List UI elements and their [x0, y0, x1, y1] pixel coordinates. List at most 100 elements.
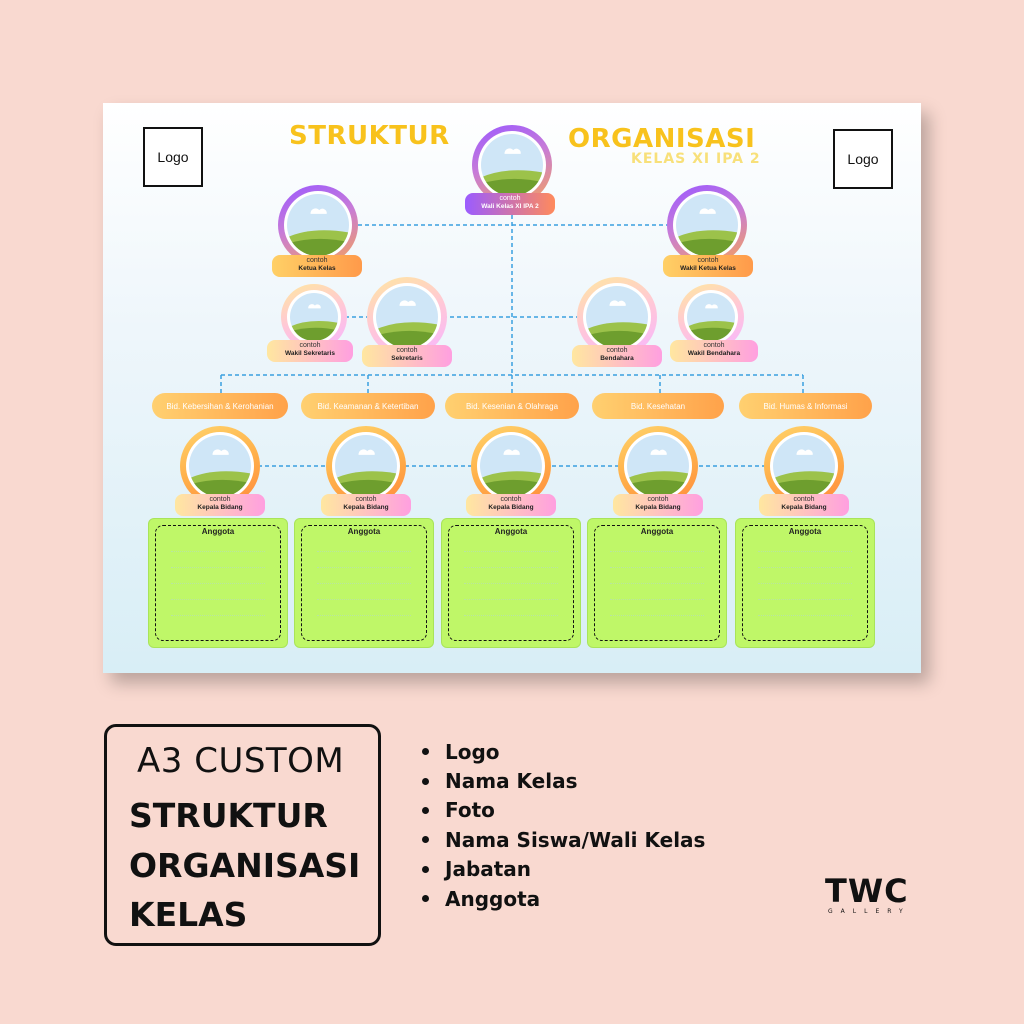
feature-list: Logo Nama Kelas Foto Nama Siswa/Wali Kel…	[422, 737, 705, 913]
role-text: Kepala Bidang	[635, 503, 681, 511]
role-text: Kepala Bidang	[781, 503, 827, 511]
nametag-kepala-bidang-2: contoh Kepala Bidang	[321, 494, 411, 516]
photo-bendahara	[577, 277, 657, 357]
bullet-icon	[422, 895, 429, 903]
photo-placeholder-icon	[480, 435, 542, 497]
logo-placeholder-right: Logo	[833, 129, 893, 189]
role-text: Wali Kelas XI IPA 2	[481, 202, 539, 210]
photo-placeholder-icon	[189, 435, 251, 497]
anggota-title: Anggota	[347, 527, 381, 536]
poster-subtitle: KELAS XI IPA 2	[631, 151, 761, 167]
name-text: contoh	[500, 496, 522, 503]
nametag-kepala-bidang-1: contoh Kepala Bidang	[175, 494, 265, 516]
poster-title-struktur: STRUKTUR	[289, 121, 450, 151]
org-chart-poster: Logo Logo STRUKTUR ORGANISASI KELAS XI I…	[103, 103, 921, 673]
feature-text: Foto	[445, 798, 495, 823]
brand-tagline: GALLERY	[828, 908, 911, 915]
photo-wali-kelas	[472, 125, 552, 205]
nametag-ketua-kelas: contoh Ketua Kelas	[272, 255, 362, 277]
role-text: Kepala Bidang	[343, 503, 389, 511]
anggota-box-3: Anggota	[441, 518, 581, 648]
name-text: contoh	[647, 496, 669, 503]
photo-placeholder-icon	[376, 286, 438, 348]
nametag-wakil-ketua: contoh Wakil Ketua Kelas	[663, 255, 753, 277]
logo-placeholder-left: Logo	[143, 127, 203, 187]
photo-wakil-ketua	[667, 185, 747, 265]
bullet-icon	[422, 777, 429, 785]
product-size-label: A3 CUSTOM	[137, 741, 345, 781]
anggota-box-5: Anggota	[735, 518, 875, 648]
photo-wakil-bendahara	[678, 284, 744, 350]
photo-placeholder-icon	[335, 435, 397, 497]
feature-text: Nama Kelas	[445, 769, 578, 794]
poster-title-organisasi: ORGANISASI	[568, 124, 756, 154]
product-title-line: ORGANISASI	[129, 845, 361, 885]
product-info-box: A3 CUSTOM STRUKTUR ORGANISASI KELAS	[104, 724, 381, 946]
name-text: contoh	[209, 496, 231, 503]
role-text: Kepala Bidang	[488, 503, 534, 511]
photo-ketua-kelas	[278, 185, 358, 265]
photo-placeholder-icon	[287, 194, 349, 256]
photo-placeholder-icon	[676, 194, 738, 256]
name-text: contoh	[697, 257, 719, 264]
feature-item: Jabatan	[422, 855, 705, 884]
anggota-title: Anggota	[201, 527, 235, 536]
feature-item: Anggota	[422, 884, 705, 913]
role-text: Wakil Ketua Kelas	[680, 264, 736, 272]
anggota-title: Anggota	[788, 527, 822, 536]
nametag-wali-kelas: contoh Wali Kelas XI IPA 2	[465, 193, 555, 215]
anggota-title: Anggota	[640, 527, 674, 536]
bullet-icon	[422, 836, 429, 844]
feature-item: Nama Siswa/Wali Kelas	[422, 825, 705, 854]
name-text: contoh	[703, 342, 725, 349]
photo-sekretaris	[367, 277, 447, 357]
product-title-line: KELAS	[129, 895, 248, 934]
name-text: contoh	[793, 496, 815, 503]
bullet-icon	[422, 865, 429, 873]
photo-placeholder-icon	[290, 293, 338, 341]
bidang-label-4: Bid. Kesehatan	[592, 393, 724, 419]
product-title: STRUKTUR ORGANISASI KELAS	[129, 791, 360, 940]
nametag-bendahara: contoh Bendahara	[572, 345, 662, 367]
anggota-box-1: Anggota	[148, 518, 288, 648]
bidang-label-5: Bid. Humas & Informasi	[739, 393, 872, 419]
anggota-box-2: Anggota	[294, 518, 434, 648]
nametag-wakil-bendahara: contoh Wakil Bendahara	[670, 340, 758, 362]
nametag-sekretaris: contoh Sekretaris	[362, 345, 452, 367]
name-text: contoh	[299, 342, 321, 349]
role-text: Bendahara	[600, 354, 634, 362]
name-text: contoh	[306, 257, 328, 264]
bidang-label-1: Bid. Kebersihan & Kerohanian	[152, 393, 288, 419]
feature-item: Foto	[422, 796, 705, 825]
nametag-kepala-bidang-5: contoh Kepala Bidang	[759, 494, 849, 516]
role-text: Kepala Bidang	[197, 503, 243, 511]
nametag-kepala-bidang-4: contoh Kepala Bidang	[613, 494, 703, 516]
bidang-label-2: Bid. Keamanan & Ketertiban	[301, 393, 435, 419]
photo-kepala-bidang-5	[764, 426, 844, 506]
bullet-icon	[422, 806, 429, 814]
photo-wakil-sekretaris	[281, 284, 347, 350]
bidang-label-3: Bid. Kesenian & Olahraga	[445, 393, 579, 419]
role-text: Sekretaris	[391, 354, 423, 362]
name-text: contoh	[355, 496, 377, 503]
feature-text: Jabatan	[445, 857, 532, 882]
photo-placeholder-icon	[687, 293, 735, 341]
anggota-title: Anggota	[494, 527, 528, 536]
feature-item: Nama Kelas	[422, 766, 705, 795]
name-text: contoh	[396, 347, 418, 354]
role-text: Ketua Kelas	[298, 264, 336, 272]
anggota-box-4: Anggota	[587, 518, 727, 648]
photo-kepala-bidang-1	[180, 426, 260, 506]
photo-kepala-bidang-2	[326, 426, 406, 506]
photo-placeholder-icon	[481, 134, 543, 196]
photo-kepala-bidang-4	[618, 426, 698, 506]
photo-kepala-bidang-3	[471, 426, 551, 506]
feature-text: Logo	[445, 739, 500, 764]
name-text: contoh	[606, 347, 628, 354]
feature-text: Anggota	[445, 886, 541, 911]
photo-placeholder-icon	[586, 286, 648, 348]
product-title-line: STRUKTUR	[129, 796, 328, 835]
name-text: contoh	[499, 195, 521, 202]
role-text: Wakil Bendahara	[687, 349, 741, 357]
role-text: Wakil Sekretaris	[285, 349, 335, 357]
